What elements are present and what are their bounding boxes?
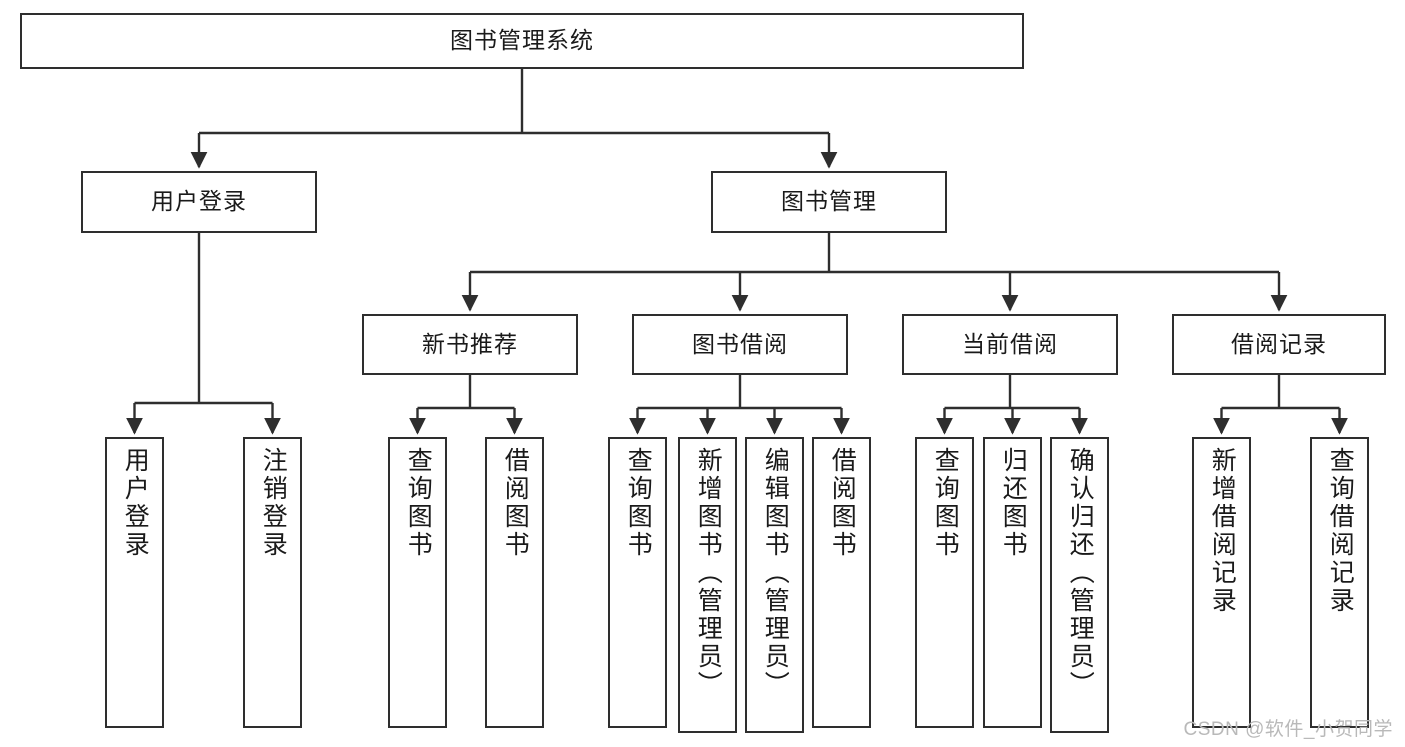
node-borrow-record[interactable]: 借阅记录	[1172, 314, 1386, 375]
node-label: 图书管理	[781, 188, 877, 215]
node-label: 新书推荐	[422, 330, 518, 357]
node-label: 查询借阅记录	[1326, 447, 1355, 615]
node-label: 注销登录	[259, 447, 288, 559]
node-leaf-query-record[interactable]: 查询借阅记录	[1310, 437, 1369, 728]
node-leaf-logout[interactable]: 注销登录	[243, 437, 302, 728]
node-label: 用户登录	[151, 188, 247, 215]
node-label: 借阅记录	[1231, 330, 1327, 357]
node-label: 借阅图书	[501, 447, 530, 559]
node-label: 查询图书	[624, 447, 653, 559]
node-current-borrow[interactable]: 当前借阅	[902, 314, 1118, 375]
node-leaf-query-book-bb[interactable]: 查询图书	[608, 437, 667, 728]
node-leaf-add-book[interactable]: 新增图书（管理员）	[678, 437, 737, 733]
node-label: 新增图书（管理员）	[694, 447, 723, 699]
node-leaf-confirm-return[interactable]: 确认归还（管理员）	[1050, 437, 1109, 733]
watermark-label: CSDN @软件_小贺同学	[1183, 719, 1393, 740]
node-new-book-rec[interactable]: 新书推荐	[362, 314, 578, 375]
node-leaf-borrow-book-rec[interactable]: 借阅图书	[485, 437, 544, 728]
node-label: 新增借阅记录	[1208, 447, 1237, 615]
node-label: 归还图书	[999, 447, 1028, 559]
node-leaf-add-record[interactable]: 新增借阅记录	[1192, 437, 1251, 728]
node-label: 图书借阅	[692, 330, 788, 357]
node-book-manage[interactable]: 图书管理	[711, 171, 947, 233]
node-label: 查询图书	[931, 447, 960, 559]
node-label: 编辑图书（管理员）	[761, 447, 790, 699]
node-leaf-borrow-book-bb[interactable]: 借阅图书	[812, 437, 871, 728]
node-leaf-edit-book[interactable]: 编辑图书（管理员）	[745, 437, 804, 733]
node-label: 查询图书	[404, 447, 433, 559]
node-book-borrow[interactable]: 图书借阅	[632, 314, 848, 375]
node-user-login[interactable]: 用户登录	[81, 171, 317, 233]
node-leaf-query-book-cb[interactable]: 查询图书	[915, 437, 974, 728]
node-leaf-return-book[interactable]: 归还图书	[983, 437, 1042, 728]
node-label: 借阅图书	[828, 447, 857, 559]
node-label: 图书管理系统	[450, 27, 594, 54]
node-root[interactable]: 图书管理系统	[20, 13, 1024, 69]
node-leaf-query-book-rec[interactable]: 查询图书	[388, 437, 447, 728]
node-label: 当前借阅	[962, 330, 1058, 357]
node-label: 用户登录	[121, 447, 150, 559]
node-label: 确认归还（管理员）	[1066, 447, 1095, 699]
node-leaf-user-login[interactable]: 用户登录	[105, 437, 164, 728]
